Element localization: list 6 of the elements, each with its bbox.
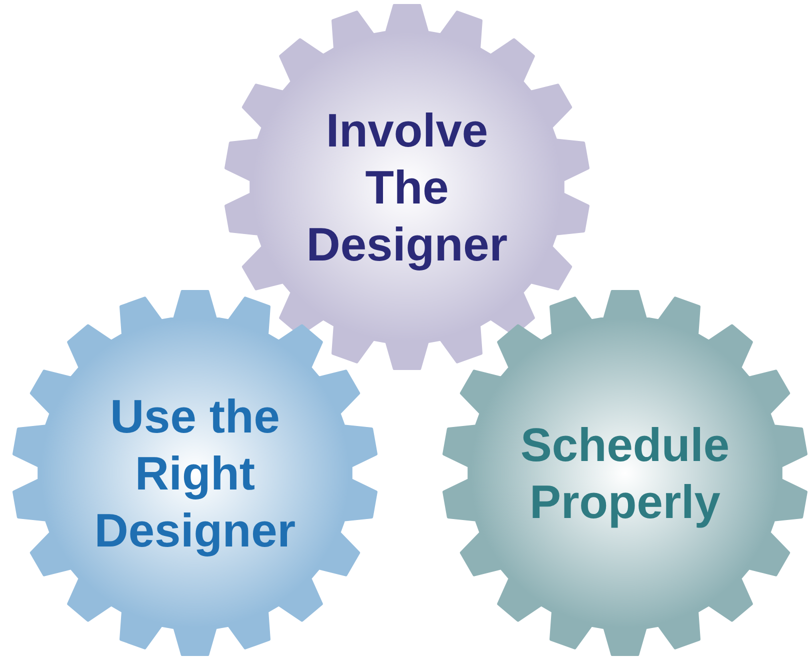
gear (224, 4, 590, 370)
gear (442, 290, 808, 656)
gear-label: Schedule Properly (520, 417, 730, 530)
gear (12, 290, 378, 656)
gear-label: Involve The Designer (305, 102, 509, 272)
gear-label: Use the Right Designer (93, 388, 297, 558)
